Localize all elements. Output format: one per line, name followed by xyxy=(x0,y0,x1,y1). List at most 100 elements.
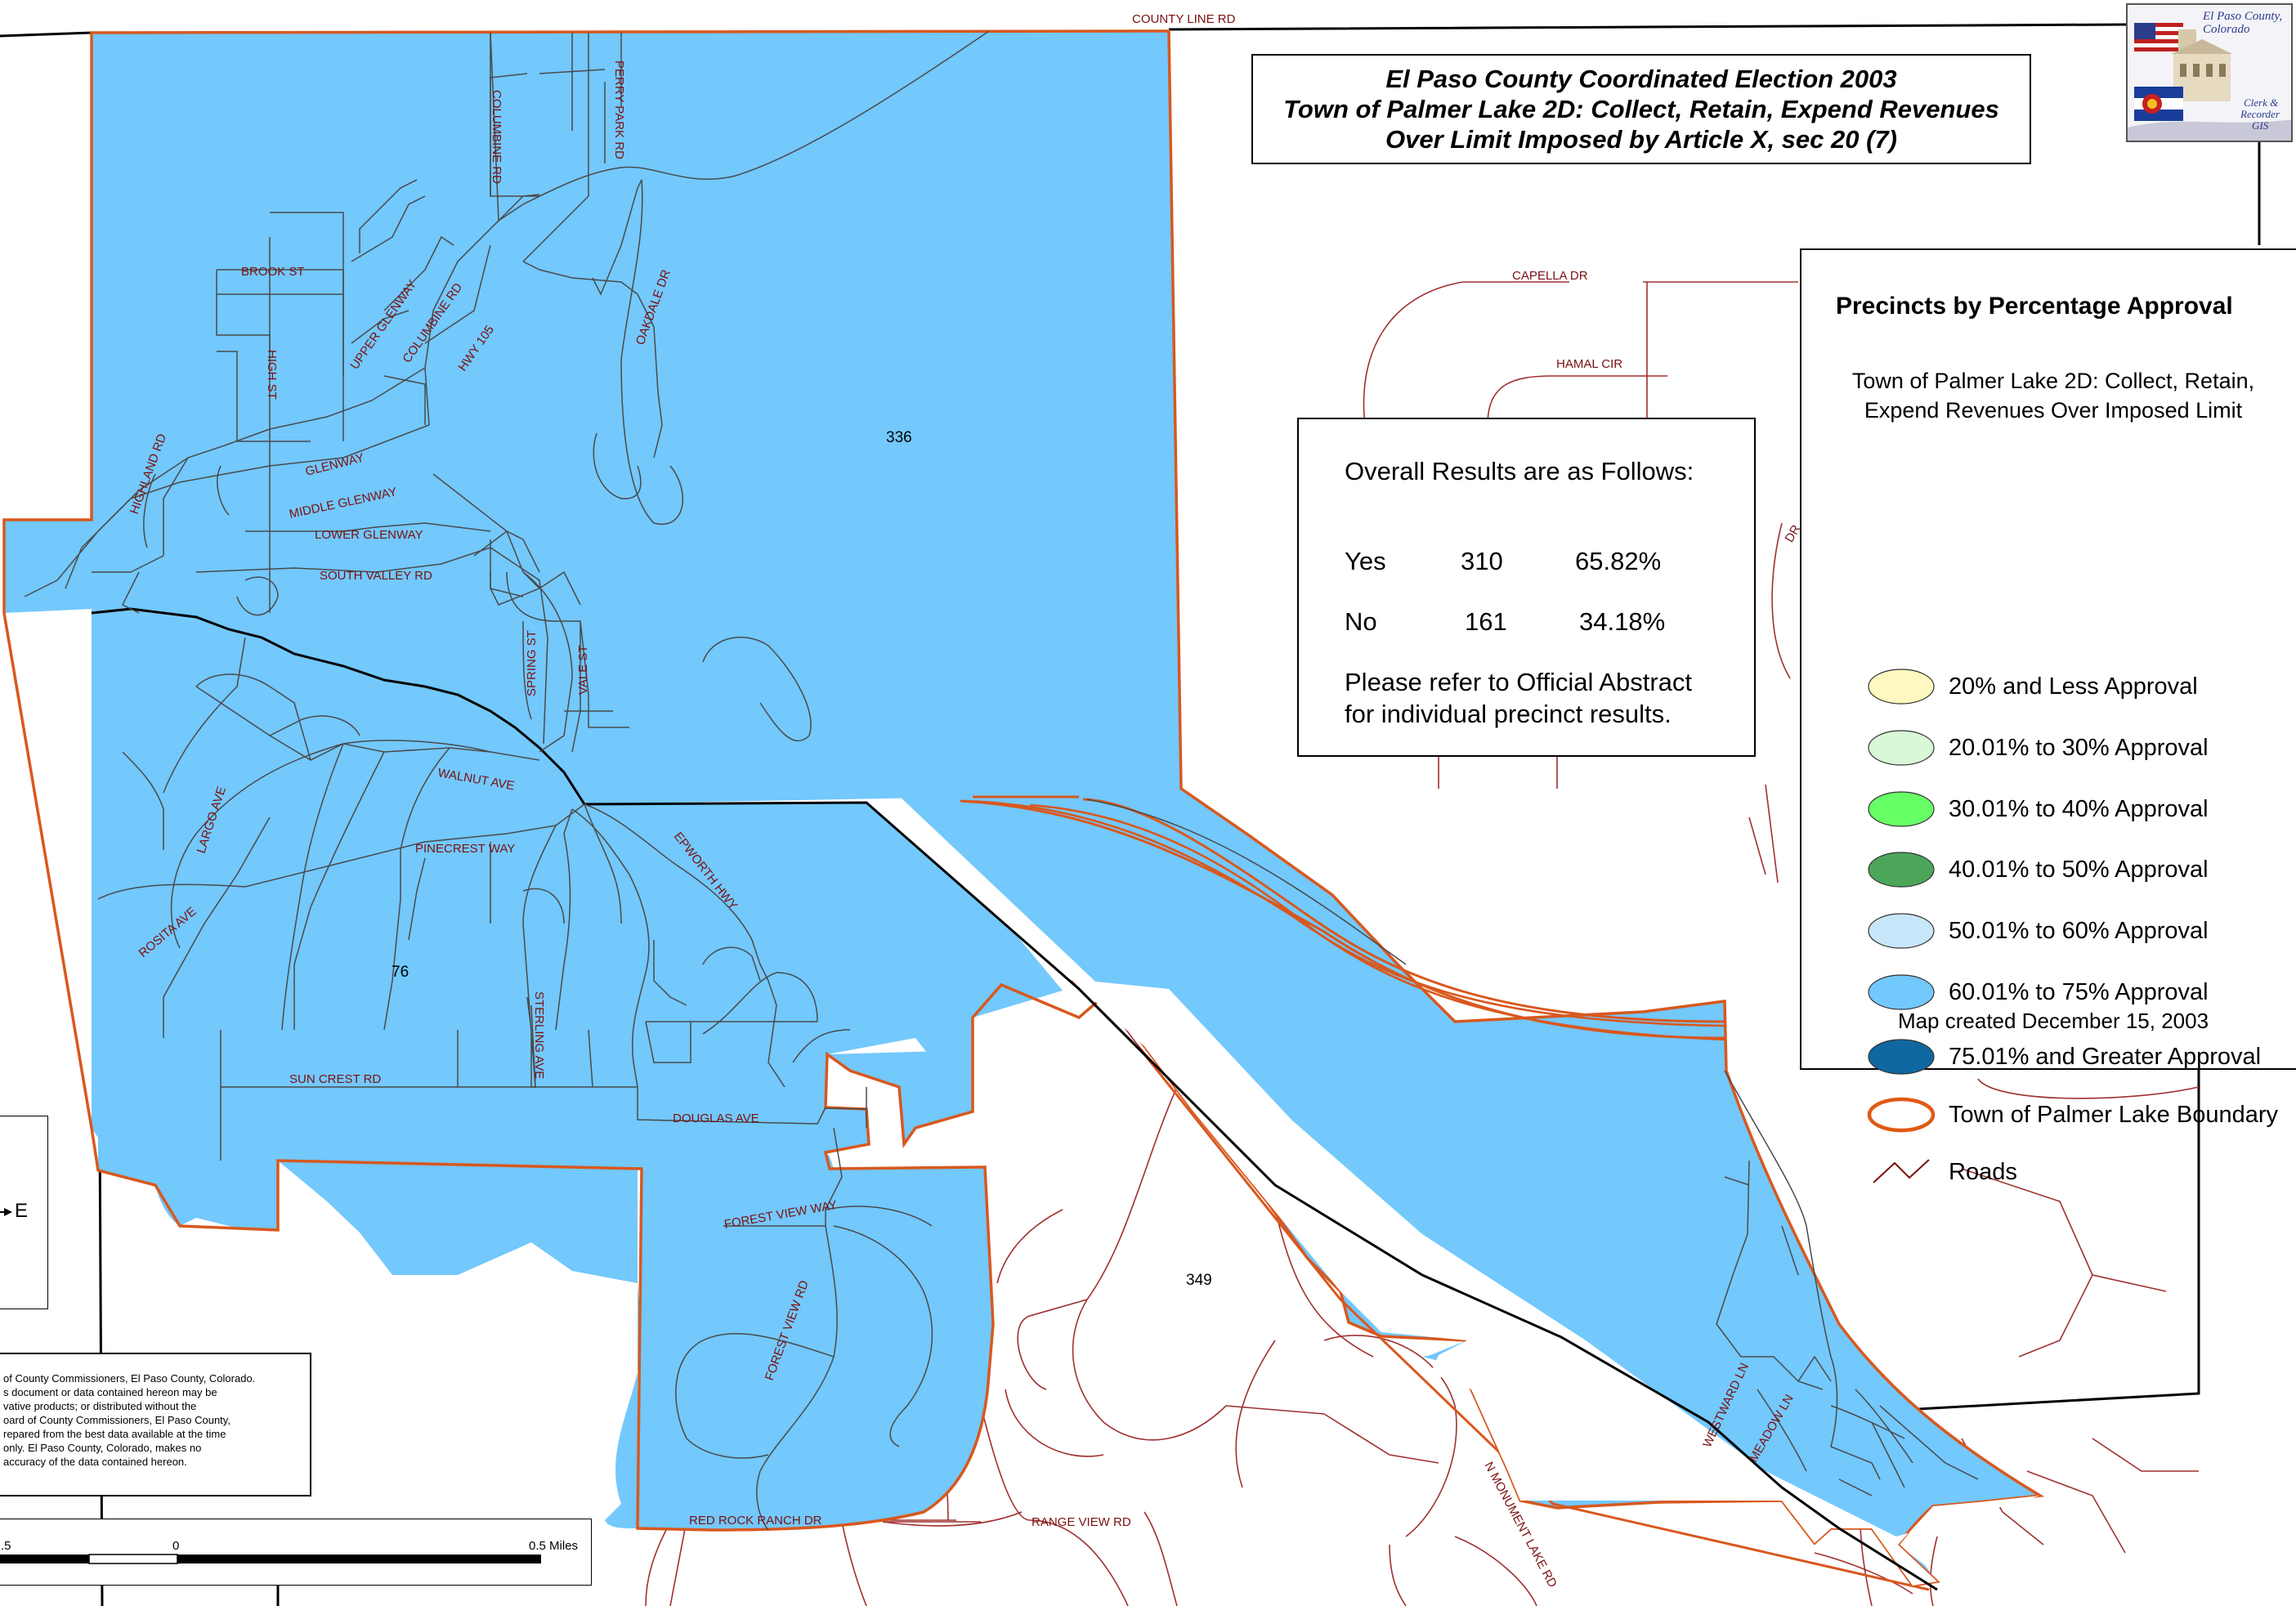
result-count: 310 xyxy=(1461,547,1503,575)
legend-item: Town of Palmer Lake Boundary xyxy=(1867,1096,2278,1134)
results-note: Please refer to Official Abstract for in… xyxy=(1345,666,1692,730)
road-label: COUNTY LINE RD xyxy=(1132,12,1236,26)
disclaimer-line: accuracy of the data contained hereon. xyxy=(3,1456,187,1468)
road-label: HAMAL CIR xyxy=(1556,357,1622,371)
disclaimer-line: repared from the best data available at … xyxy=(3,1428,226,1440)
road-label: SUN CREST RD xyxy=(289,1072,381,1086)
map-created-date: Map created December 15, 2003 xyxy=(1897,1009,2209,1033)
legend-swatch xyxy=(1868,913,1935,949)
logo-text: Clerk & xyxy=(2244,96,2279,109)
road-label: BROOK ST xyxy=(241,265,305,279)
road-label: LOWER GLENWAY xyxy=(315,528,423,542)
legend-subtitle-line: Town of Palmer Lake 2D: Collect, Retain, xyxy=(1851,369,2255,393)
legend-label: 60.01% to 75% Approval xyxy=(1949,978,2209,1005)
legend-label: 50.01% to 60% Approval xyxy=(1949,917,2209,944)
disclaimer-line: s document or data contained hereon may … xyxy=(3,1386,217,1398)
map-legend: Precincts by Percentage Approval Town of… xyxy=(1800,248,2296,1185)
legend-label: 40.01% to 50% Approval xyxy=(1949,856,2209,883)
legend-item: 75.01% and Greater Approval xyxy=(1867,1038,2261,1076)
result-label: Yes xyxy=(1345,547,1386,575)
road-label: HIGH ST xyxy=(265,350,279,400)
legend-swatch xyxy=(1868,852,1935,888)
precinct-76-area xyxy=(4,31,1181,804)
map-title: El Paso County Coordinated Election 2003… xyxy=(1251,54,2031,164)
scale-bar-graphic xyxy=(0,1554,541,1564)
logo-text: Recorder xyxy=(2240,108,2280,120)
legend-subtitle-line: Expend Revenues Over Imposed Limit xyxy=(1864,398,2243,423)
results-note-line: Please refer to Official Abstract xyxy=(1345,668,1693,696)
road-label: PERRY PARK RD xyxy=(612,60,626,159)
legend-item: 20.01% to 30% Approval xyxy=(1867,729,2209,767)
legend-swatch xyxy=(1873,1159,1930,1183)
legend-subtitle: Town of Palmer Lake 2D: Collect, Retain,… xyxy=(1801,366,2296,425)
results-note-line: for individual precinct results. xyxy=(1345,700,1672,728)
title-line: El Paso County Coordinated Election 2003 xyxy=(1385,65,1897,93)
overall-results-panel: Overall Results are as Follows: Yes 310 … xyxy=(1297,418,1756,757)
roads-inside xyxy=(24,30,1979,1531)
north-arrow: E xyxy=(0,1116,48,1309)
arrow-icon xyxy=(0,1208,12,1216)
result-percent: 34.18% xyxy=(1579,607,1666,636)
legend-item: 60.01% to 75% Approval xyxy=(1867,973,2209,1011)
flag-icon xyxy=(2134,23,2183,52)
legend-label: 75.01% and Greater Approval xyxy=(1949,1043,2262,1070)
road-label: SPRING ST xyxy=(525,630,539,696)
precinct-labels: 336 76 349 xyxy=(392,429,1212,1289)
railway-lines xyxy=(964,799,1725,1041)
legend-label: 20.01% to 30% Approval xyxy=(1949,734,2209,761)
disclaimer-text: of County Commissioners, El Paso County,… xyxy=(0,1353,311,1496)
disclaimer-line: of County Commissioners, El Paso County,… xyxy=(3,1372,256,1385)
precinct-label-336: 336 xyxy=(886,429,912,446)
result-count: 161 xyxy=(1465,607,1507,636)
logo-text: El Paso County, xyxy=(2203,10,2283,23)
logo-graphic xyxy=(2128,5,2291,141)
road-label: COLUMBINE RD xyxy=(490,90,504,184)
logo-text: GIS xyxy=(2252,119,2269,132)
result-label: No xyxy=(1345,607,1377,636)
scale-label: .5 xyxy=(1,1539,11,1553)
results-heading: Overall Results are as Follows: xyxy=(1345,457,1694,485)
legend-item: 30.01% to 40% Approval xyxy=(1867,790,2209,828)
title-line: Over Limit Imposed by Article X, sec 20 … xyxy=(1385,125,1897,154)
compass-label-e: E xyxy=(15,1200,29,1222)
legend-swatch xyxy=(1868,974,1935,1010)
road-label: PINECREST WAY xyxy=(415,842,515,856)
road-label: SOUTH VALLEY RD xyxy=(320,569,432,583)
road-label: STERLING AVE xyxy=(532,991,546,1079)
road-label: DOUGLAS AVE xyxy=(673,1112,759,1125)
legend-swatch xyxy=(1868,669,1935,705)
road-label: VALE ST xyxy=(576,645,590,695)
road-label: CAPELLA DR xyxy=(1512,269,1588,283)
disclaimer-line: oard of County Commissioners, El Paso Co… xyxy=(3,1414,230,1426)
precinct-label-349: 349 xyxy=(1186,1272,1212,1289)
legend-title: Precincts by Percentage Approval xyxy=(1836,293,2233,320)
road-label: RANGE VIEW RD xyxy=(1032,1515,1131,1529)
legend-swatch xyxy=(1867,1097,1936,1133)
scale-bar: .5 0 0.5 Miles xyxy=(0,1519,592,1586)
title-line: Town of Palmer Lake 2D: Collect, Retain,… xyxy=(1283,95,1999,123)
logo-text: Colorado xyxy=(2203,23,2250,36)
disclaimer-line: vative products; or distributed without … xyxy=(3,1400,197,1412)
legend-label: 20% and Less Approval xyxy=(1949,673,2198,700)
precinct-76-south xyxy=(92,609,1063,1528)
legend-item: 50.01% to 60% Approval xyxy=(1867,912,2209,950)
road-label: RED ROCK RANCH DR xyxy=(689,1514,822,1528)
legend-swatch xyxy=(1868,791,1935,827)
colorado-flag-icon xyxy=(2134,87,2183,121)
scale-label: 0 xyxy=(172,1539,180,1553)
legend-label: 30.01% to 40% Approval xyxy=(1949,795,2209,822)
precinct-label-76: 76 xyxy=(392,964,409,981)
disclaimer-line: only. El Paso County, Colorado, makes no xyxy=(3,1442,202,1454)
result-percent: 65.82% xyxy=(1575,547,1662,575)
legend-swatch xyxy=(1868,730,1935,766)
legend-label: Roads xyxy=(1949,1158,2017,1185)
county-logo: El Paso County, Colorado Clerk & Recorde… xyxy=(2126,3,2293,142)
legend-item: Roads xyxy=(1867,1153,2017,1191)
scale-label: 0.5 Miles xyxy=(529,1539,579,1553)
legend-label: Town of Palmer Lake Boundary xyxy=(1949,1101,2278,1128)
precinct-divider xyxy=(91,607,1938,1591)
legend-item: 20% and Less Approval xyxy=(1867,668,2198,705)
legend-item: 40.01% to 50% Approval xyxy=(1867,851,2209,888)
